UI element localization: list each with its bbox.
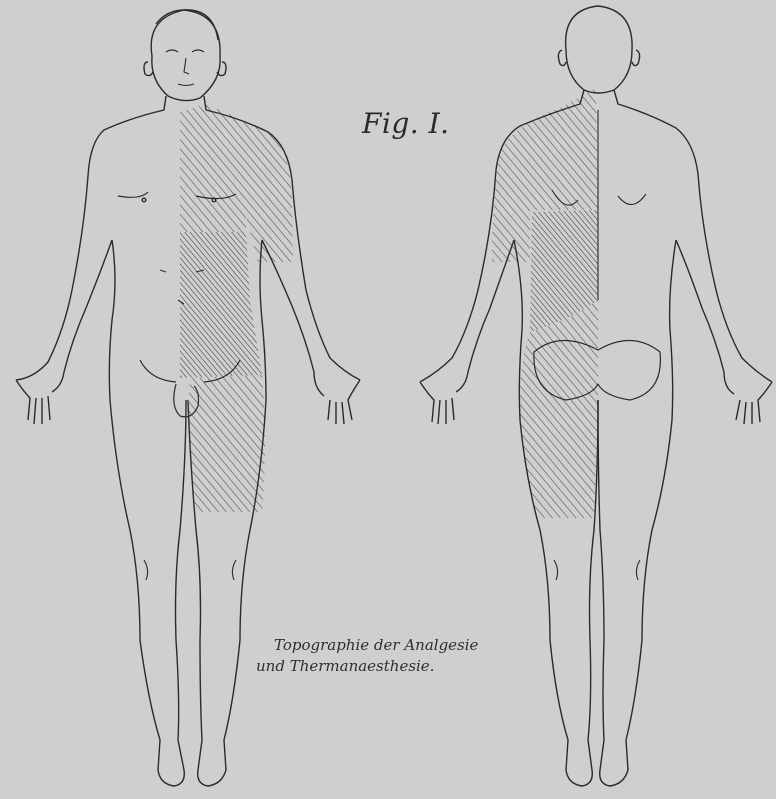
caption-line-1: Topographie der Analgesie: [236, 635, 566, 656]
front-analgesia-region: [180, 104, 293, 512]
figure-label: Fig. I.: [362, 107, 450, 140]
figure-caption: Topographie der Analgesie und Thermanaes…: [236, 635, 566, 677]
back-analgesia-region: [492, 88, 598, 518]
back-head: [566, 6, 633, 93]
caption-line-2: und Thermanaesthesie.: [236, 656, 566, 677]
front-head: [151, 10, 220, 101]
